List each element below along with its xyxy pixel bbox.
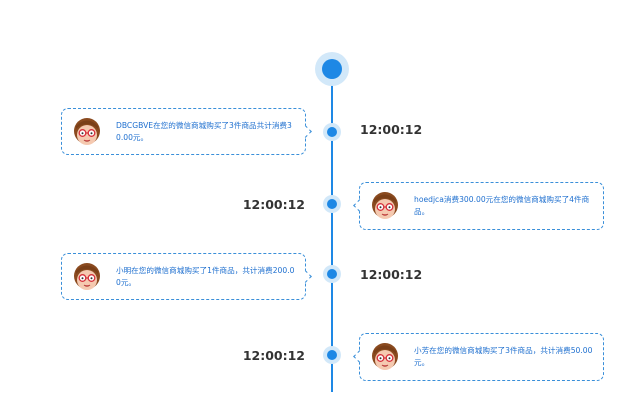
entry-time: 12:00:12 bbox=[360, 267, 423, 282]
timeline-entry-card[interactable]: 小芳在您的微信商城购买了3件商品，共计消费50.00元。 bbox=[353, 333, 604, 381]
entry-message: DBCGBVE在您的微信商城购买了3件商品共计消费30.00元。 bbox=[116, 120, 292, 142]
timeline-entry-card[interactable]: 小明在您的微信商城购买了1件商品，共计消费200.00元。 bbox=[61, 253, 312, 300]
entry-time: 12:00:12 bbox=[242, 197, 305, 212]
girl-with-glasses-avatar-icon bbox=[372, 192, 398, 219]
entry-time: 12:00:12 bbox=[360, 122, 423, 137]
timeline-line bbox=[331, 70, 333, 392]
timeline-node-dot bbox=[323, 346, 341, 364]
card-pointer bbox=[299, 269, 312, 283]
timeline-entry-card[interactable]: hoedjca消费300.00元在您的微信商城购买了4件商品。 bbox=[353, 182, 604, 230]
timeline-entry-card[interactable]: DBCGBVE在您的微信商城购买了3件商品共计消费30.00元。 bbox=[61, 108, 312, 155]
card-pointer bbox=[299, 124, 312, 138]
girl-with-glasses-avatar-icon bbox=[372, 343, 398, 370]
entry-message: 小明在您的微信商城购买了1件商品，共计消费200.00元。 bbox=[116, 265, 295, 287]
timeline-node-dot bbox=[323, 123, 341, 141]
card-pointer bbox=[353, 199, 366, 212]
timeline-node-dot bbox=[323, 195, 341, 213]
entry-message: 小芳在您的微信商城购买了3件商品，共计消费50.00元。 bbox=[414, 346, 593, 367]
entry-time: 12:00:12 bbox=[242, 348, 305, 363]
timeline-node-dot bbox=[323, 265, 341, 283]
timeline-start-dot-icon bbox=[315, 52, 349, 86]
card-pointer bbox=[353, 350, 366, 363]
entry-message: hoedjca消费300.00元在您的微信商城购买了4件商品。 bbox=[414, 195, 590, 216]
girl-with-glasses-avatar-icon bbox=[74, 262, 100, 290]
girl-with-glasses-avatar-icon bbox=[74, 117, 100, 145]
